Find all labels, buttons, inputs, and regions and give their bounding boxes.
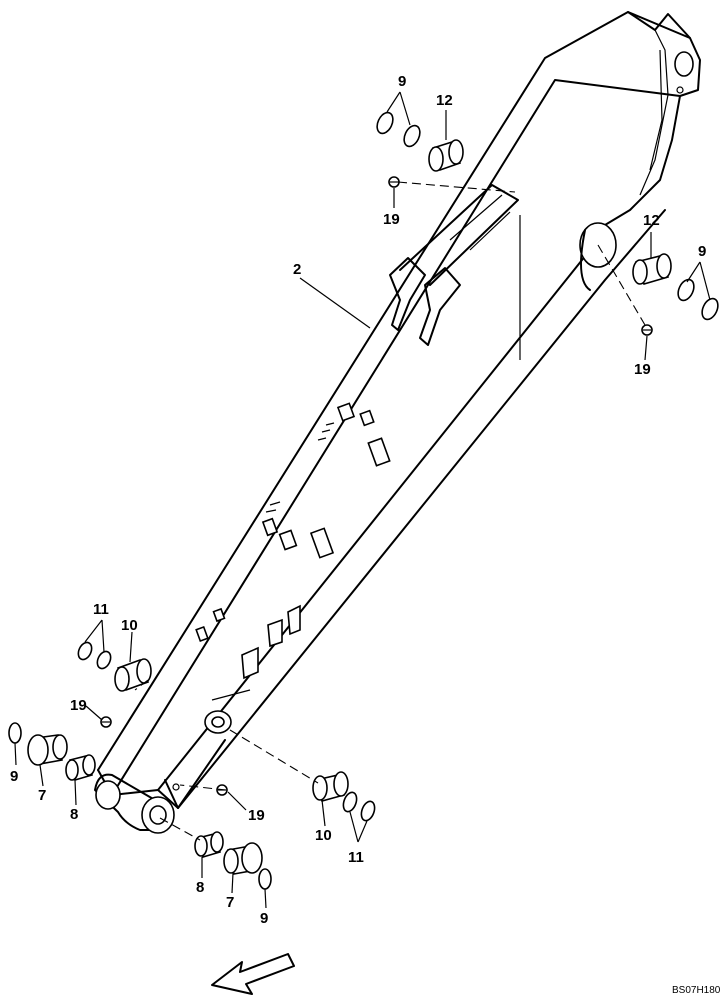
bushing-7-bottom (223, 842, 263, 875)
boom-body (94, 11, 701, 834)
callout-19-right: 19 (634, 361, 651, 378)
callout-9-left: 9 (10, 768, 18, 785)
callout-10-left: 10 (121, 617, 138, 634)
bushing-12-upper (428, 139, 464, 172)
callout-19-upper: 19 (383, 211, 400, 228)
callout-8-bottom: 8 (196, 879, 204, 896)
figure-code: BS07H180 (672, 985, 721, 996)
grease-fitting-19-upper (388, 176, 400, 188)
bushing-8-left (65, 754, 96, 782)
callout-10-right: 10 (315, 827, 332, 844)
shims-9-upper (376, 111, 421, 148)
callout-9-right: 9 (698, 243, 706, 260)
callout-11-left: 11 (93, 601, 109, 618)
callout-9-upper: 9 (398, 73, 406, 90)
callout-boom: 2 (293, 261, 301, 278)
front-direction-arrow-icon (211, 953, 295, 995)
callout-19-bottom: 19 (248, 807, 265, 824)
callout-7-bottom: 7 (226, 894, 234, 911)
shim-9-left (8, 722, 22, 744)
grease-fitting-19-right (641, 324, 653, 336)
bushing-10-left (114, 658, 152, 692)
callout-8-left: 8 (70, 806, 78, 823)
callout-11-right: 11 (348, 849, 364, 866)
shims-11-right (342, 791, 376, 822)
callout-19-left: 19 (70, 697, 87, 714)
bushing-12-right (632, 253, 672, 285)
grease-fitting-19-left (100, 716, 112, 728)
leader-lines (14, 91, 711, 909)
shims-11-left (77, 641, 112, 670)
shims-9-right (677, 278, 719, 321)
callout-9-bottom: 9 (260, 910, 268, 927)
callout-12-right: 12 (643, 212, 660, 229)
bushing-10-right (312, 771, 349, 802)
shim-9-bottom (258, 868, 272, 890)
bushing-7-left (27, 734, 68, 766)
callout-7-left: 7 (38, 787, 46, 804)
callout-12-upper: 12 (436, 92, 453, 109)
bushing-8-bottom (194, 831, 224, 858)
assembly-lines (134, 181, 646, 841)
